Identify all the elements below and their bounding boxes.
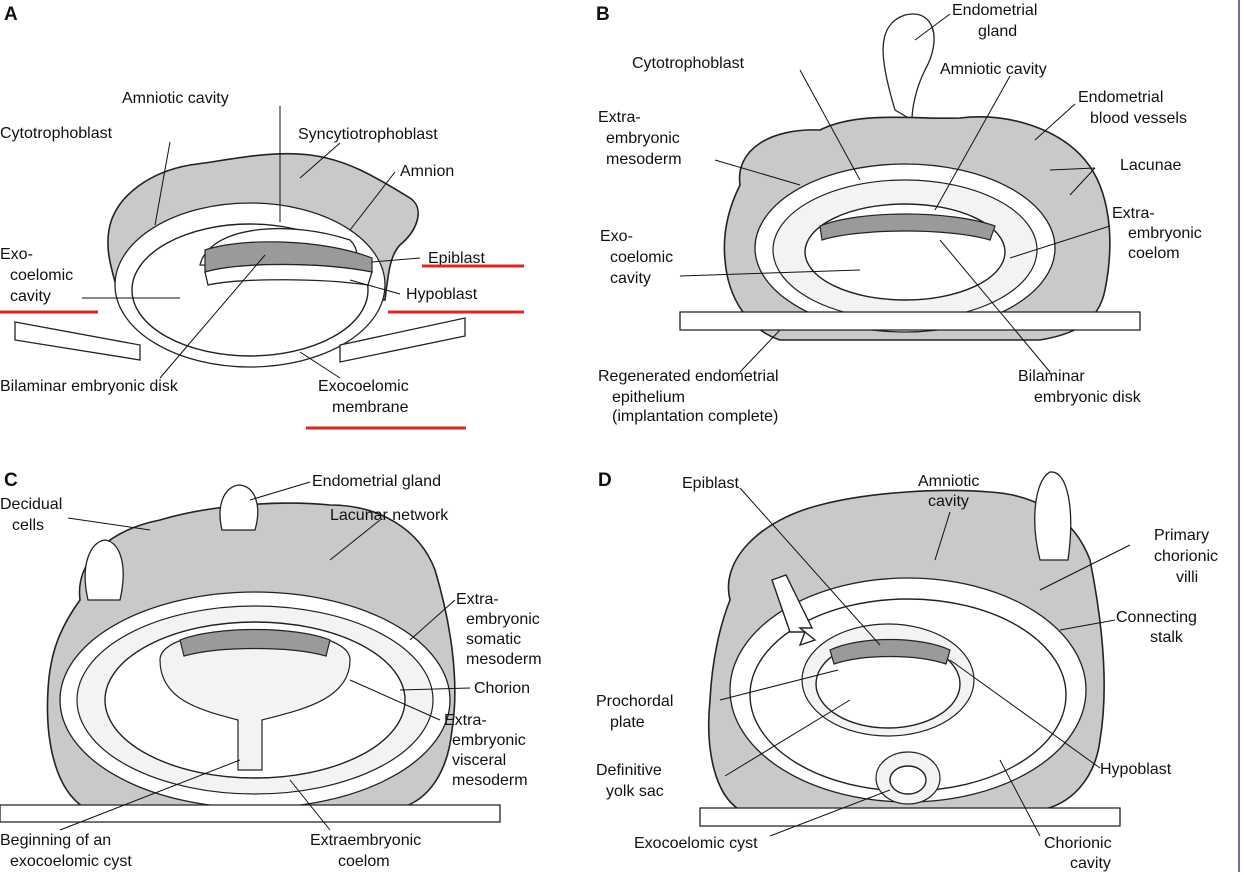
a-label-syncytiotrophoblast: Syncytiotrophoblast [298,126,438,143]
panel-d-exocoelomic-cyst-lumen [889,765,927,795]
c-label-visceral-3: visceral [452,752,506,769]
c-label-decidual-2: cells [12,517,44,534]
c-label-coelom-2: coelom [338,853,390,870]
panel-b-endometrial-gland [882,13,935,122]
d-label-villi-3: villi [1176,569,1198,586]
panel-b: B Endometrial gland Cytotrophoblast Amni… [596,2,1202,425]
panel-b-letter: B [596,4,610,25]
b-label-regen-3: (implantation complete) [612,408,778,425]
c-label-somatic-3: somatic [466,631,521,648]
d-label-hypoblast: Hypoblast [1100,761,1172,778]
c-label-decidual-1: Decidual [0,496,62,513]
b-label-regen-2: epithelium [612,389,685,406]
panel-c: C Endometrial gland Decidual cells Lacun… [0,470,542,870]
d-label-yolk-1: Definitive [596,762,662,779]
c-label-visceral-4: mesoderm [452,772,528,789]
c-label-chorion: Chorion [474,680,530,697]
panel-c-bilaminar-disk [179,628,331,657]
b-label-endometrial-gland-1: Endometrial [952,2,1037,19]
d-label-amniotic-1: Amniotic [918,473,979,490]
panel-a: A Amniotic cavity Cytotrophoblast Syncyt… [0,4,524,430]
a-label-exo-2: coelomic [10,267,73,284]
d-label-villi-1: Primary [1154,527,1209,544]
panel-a-letter: A [4,4,18,25]
d-label-amniotic-2: cavity [928,493,969,510]
b-label-exo-3: cavity [610,270,651,287]
panel-a-epithelium-right [339,317,466,363]
d-label-stalk-2: stalk [1150,629,1184,646]
panel-d-gland [1034,471,1072,561]
a-label-amniotic-cavity: Amniotic cavity [122,90,229,107]
c-label-somatic-1: Extra- [456,591,499,608]
c-label-lacunar-network: Lacunar network [330,507,449,524]
b-label-exo-1: Exo- [600,228,633,245]
panel-a-epithelium-left [14,321,141,361]
panel-b-bilaminar-disk [819,213,996,241]
a-label-exocoelomic-membrane-2: membrane [332,399,409,416]
d-label-stalk-1: Connecting [1116,609,1197,626]
b-label-exo-2: coelomic [610,249,673,266]
b-label-endometrial-gland-2: gland [978,23,1017,40]
c-label-somatic-2: embryonic [466,611,540,628]
a-label-cytotrophoblast: Cytotrophoblast [0,125,113,142]
d-label-epiblast: Epiblast [682,475,739,492]
panel-d: D Epiblast Amniotic cavity Primary chori… [596,470,1218,872]
a-label-hypoblast: Hypoblast [406,286,478,303]
b-label-endometrial-vessels-1: Endometrial [1078,89,1163,106]
b-label-extra-meso-1: Extra- [598,109,641,126]
c-label-somatic-4: mesoderm [466,651,542,668]
b-label-extra-coelom-2: embryonic [1128,225,1202,242]
panel-d-connecting-stalk-arrow [771,574,817,647]
b-label-extra-meso-2: embryonic [606,130,680,147]
d-label-villi-2: chorionic [1154,548,1218,565]
d-label-yolk-2: yolk sac [606,783,664,800]
c-label-visceral-1: Extra- [444,712,487,729]
c-label-cyst-1: Beginning of an [0,832,111,849]
panel-d-epiblast [829,638,951,665]
panel-c-epithelium [0,804,501,823]
b-label-bilaminar-2: embryonic disk [1034,389,1142,406]
d-label-prochordal-2: plate [610,714,645,731]
panel-b-regenerated-epithelium [679,311,1141,331]
panel-c-endometrial-gland [219,484,259,531]
panel-d-letter: D [598,470,612,491]
b-label-extra-coelom-1: Extra- [1112,205,1155,222]
b-label-endometrial-vessels-2: blood vessels [1090,110,1187,127]
panel-c-gland-left [84,539,124,601]
c-label-coelom-1: Extraembryonic [310,832,421,849]
a-label-exo-1: Exo- [0,246,33,263]
c-label-endometrial-gland: Endometrial gland [312,473,441,490]
b-label-bilaminar-1: Bilaminar [1018,368,1085,385]
a-label-epiblast: Epiblast [428,250,485,267]
a-label-bilaminar: Bilaminar embryonic disk [0,378,179,395]
d-label-prochordal-1: Prochordal [596,693,673,710]
panel-c-letter: C [4,470,18,491]
b-label-lacunae: Lacunae [1120,157,1181,174]
a-label-exo-3: cavity [10,288,51,305]
d-label-chorionic-1: Chorionic [1044,835,1112,852]
c-label-visceral-2: embryonic [452,732,526,749]
c-label-cyst-2: exocoelomic cyst [10,853,132,870]
b-label-extra-meso-3: mesoderm [606,151,682,168]
b-label-regen-1: Regenerated endometrial [598,368,779,385]
b-label-amniotic-cavity: Amniotic cavity [940,61,1047,78]
b-label-extra-coelom-3: coelom [1128,245,1180,262]
panel-d-epithelium [699,807,1121,827]
a-label-amnion: Amnion [400,163,454,180]
a-label-exocoelomic-membrane-1: Exocoelomic [318,378,409,395]
d-label-exocoelomic-cyst: Exocoelomic cyst [634,835,758,852]
d-label-chorionic-2: cavity [1070,855,1111,872]
b-label-cytotrophoblast: Cytotrophoblast [632,55,745,72]
